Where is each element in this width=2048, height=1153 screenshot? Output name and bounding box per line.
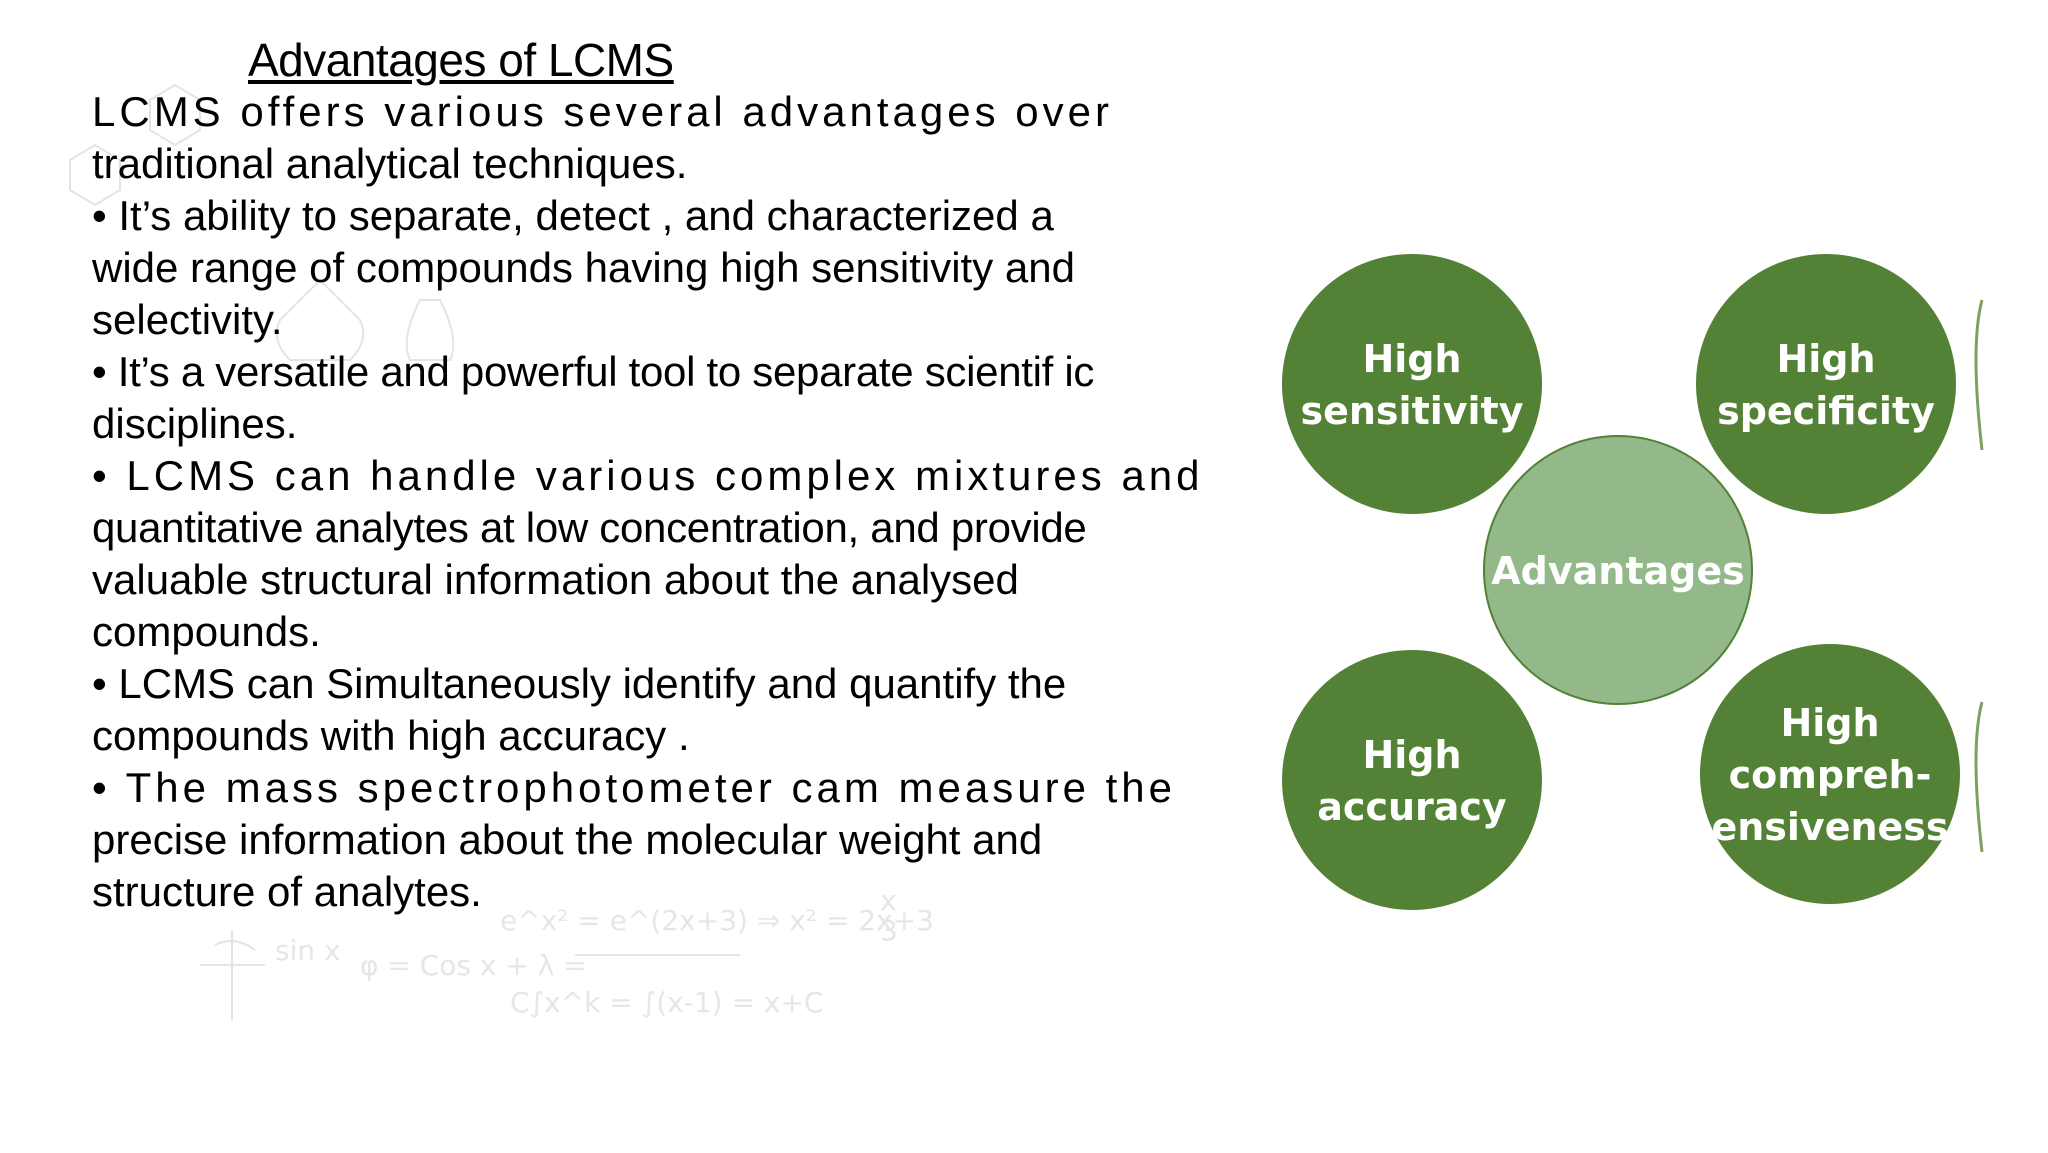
node-label-high-accuracy: accuracy <box>1317 785 1507 829</box>
node-label-high-comprehensiveness: ensiveness <box>1711 805 1948 849</box>
node-label-high-accuracy: High <box>1362 733 1461 777</box>
node-high-accuracy <box>1282 650 1542 910</box>
bullet-line: • LCMS can handle various complex mixtur… <box>92 452 1204 499</box>
slide-body: LCMS offers various several advantages o… <box>92 86 1204 918</box>
node-label-high-comprehensiveness: High <box>1780 701 1879 745</box>
body-line: selectivity. <box>92 296 283 343</box>
cropped-shape-edge <box>1974 701 1984 853</box>
body-line: wide range of compounds having high sens… <box>92 244 1075 291</box>
node-label-high-sensitivity: sensitivity <box>1300 389 1523 433</box>
node-label-high-sensitivity: High <box>1362 337 1461 381</box>
node-label-advantages: Advantages <box>1491 549 1744 593</box>
node-label-high-specificity: High <box>1776 337 1875 381</box>
node-high-sensitivity <box>1282 254 1542 514</box>
body-line: structure of analytes. <box>92 868 482 915</box>
body-line: precise information about the molecular … <box>92 816 1043 863</box>
bullet-line: • It’s ability to separate, detect , and… <box>92 192 1054 239</box>
body-line: LCMS offers various several advantages o… <box>92 88 1113 135</box>
svg-text:3: 3 <box>880 914 898 947</box>
node-high-specificity <box>1696 254 1956 514</box>
advantages-diagram-svg: HighsensitivityHighspecificityHighaccura… <box>1282 254 1984 910</box>
svg-text:φ = Cos x + λ =: φ = Cos x + λ = <box>360 949 587 982</box>
body-line: quantitative analytes at low concentrati… <box>92 504 1087 551</box>
bullet-line: • LCMS can Simultaneously identify and q… <box>92 660 1067 707</box>
node-high-comprehensiveness <box>1700 644 1960 904</box>
body-line: compounds with high accuracy . <box>92 712 690 759</box>
svg-text:C∫x^k = ∫(x-1) = x+C: C∫x^k = ∫(x-1) = x+C <box>510 986 823 1019</box>
body-line: disciplines. <box>92 400 298 447</box>
node-center-advantages <box>1483 435 1753 705</box>
body-line: compounds. <box>92 608 321 655</box>
node-label-high-specificity: specificity <box>1717 389 1935 433</box>
body-line: traditional analytical techniques. <box>92 140 688 187</box>
slide-title: Advantages of LCMS <box>248 34 674 86</box>
body-line: valuable structural information about th… <box>92 556 1019 603</box>
bullet-line: • The mass spectrophotometer cam measure… <box>92 764 1177 811</box>
node-label-high-comprehensiveness: compreh- <box>1729 753 1932 797</box>
bullet-line: • It’s a versatile and powerful tool to … <box>92 348 1095 395</box>
svg-text:sin x: sin x <box>275 934 341 967</box>
cropped-shape-edge <box>1974 299 1984 451</box>
